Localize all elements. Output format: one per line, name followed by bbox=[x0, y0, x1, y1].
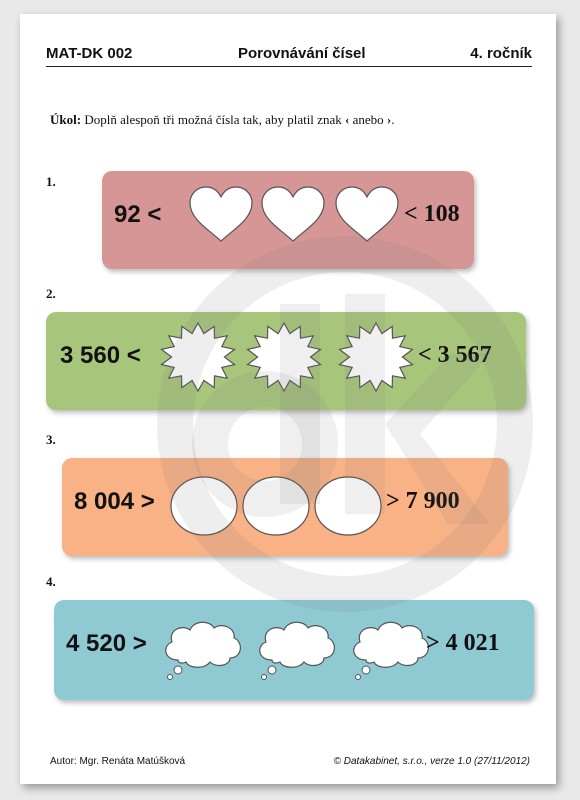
exercise-3-right-value: > 7 900 bbox=[386, 488, 460, 514]
cloud-blank-3[interactable] bbox=[346, 616, 434, 682]
exercise-1-right-value: < 108 bbox=[404, 201, 460, 227]
exercise-1-left-value: 92 < bbox=[114, 201, 162, 228]
exercise-4-right-value: > 4 021 bbox=[426, 630, 500, 656]
heart-blank-3[interactable] bbox=[334, 185, 400, 245]
grade-label: 4. ročník bbox=[470, 45, 532, 62]
task-end: . bbox=[391, 112, 395, 127]
oval-blank-3[interactable] bbox=[314, 476, 382, 536]
exercise-panel-3: 8 004 > > 7 900 bbox=[62, 458, 508, 556]
star-blank-3[interactable] bbox=[336, 321, 416, 393]
task-text: Doplň alespoň tři možná čísla tak, aby p… bbox=[84, 112, 342, 127]
exercise-number-1: 1. bbox=[46, 174, 56, 189]
datakabinet-logo-watermark bbox=[157, 236, 533, 612]
cloud-blank-2[interactable] bbox=[252, 616, 340, 682]
greater-than-icon: › bbox=[386, 112, 392, 127]
heart-blank-2[interactable] bbox=[260, 185, 326, 245]
footer-copyright: © Datakabinet, s.r.o., verze 1.0 (27/11/… bbox=[333, 756, 530, 767]
worksheet-code: MAT-DK 002 bbox=[46, 45, 133, 62]
exercise-number-2: 2. bbox=[46, 286, 56, 301]
star-blank-2[interactable] bbox=[244, 321, 324, 393]
cloud-blank-1[interactable] bbox=[158, 616, 246, 682]
exercise-number-4: 4. bbox=[46, 574, 56, 589]
exercise-panel-2: 3 560 < < 3 567 bbox=[46, 312, 526, 410]
star-blank-1[interactable] bbox=[158, 321, 238, 393]
exercise-3-left-value: 8 004 > bbox=[74, 488, 155, 515]
oval-blank-2[interactable] bbox=[242, 476, 310, 536]
footer-author: Autor: Mgr. Renáta Matúšková bbox=[50, 756, 186, 767]
exercise-panel-1: 92 < < 108 bbox=[102, 171, 474, 269]
task-instruction: Úkol: Doplň alespoň tři možná čísla tak,… bbox=[50, 112, 394, 128]
exercise-panel-4: 4 520 > > 4 021 bbox=[54, 600, 534, 700]
page-header: MAT-DK 002 Porovnávání čísel 4. ročník bbox=[46, 44, 532, 67]
exercise-2-right-value: < 3 567 bbox=[418, 342, 492, 368]
task-connector: anebo bbox=[352, 112, 384, 127]
exercise-4-left-value: 4 520 > bbox=[66, 630, 147, 657]
exercise-2-left-value: 3 560 < bbox=[60, 342, 141, 369]
exercise-number-3: 3. bbox=[46, 432, 56, 447]
worksheet-title: Porovnávání čísel bbox=[238, 45, 366, 62]
worksheet-page: MAT-DK 002 Porovnávání čísel 4. ročník Ú… bbox=[20, 14, 556, 784]
task-label: Úkol: bbox=[50, 112, 82, 127]
less-than-icon: ‹ bbox=[344, 112, 350, 127]
oval-blank-1[interactable] bbox=[170, 476, 238, 536]
heart-blank-1[interactable] bbox=[188, 185, 254, 245]
